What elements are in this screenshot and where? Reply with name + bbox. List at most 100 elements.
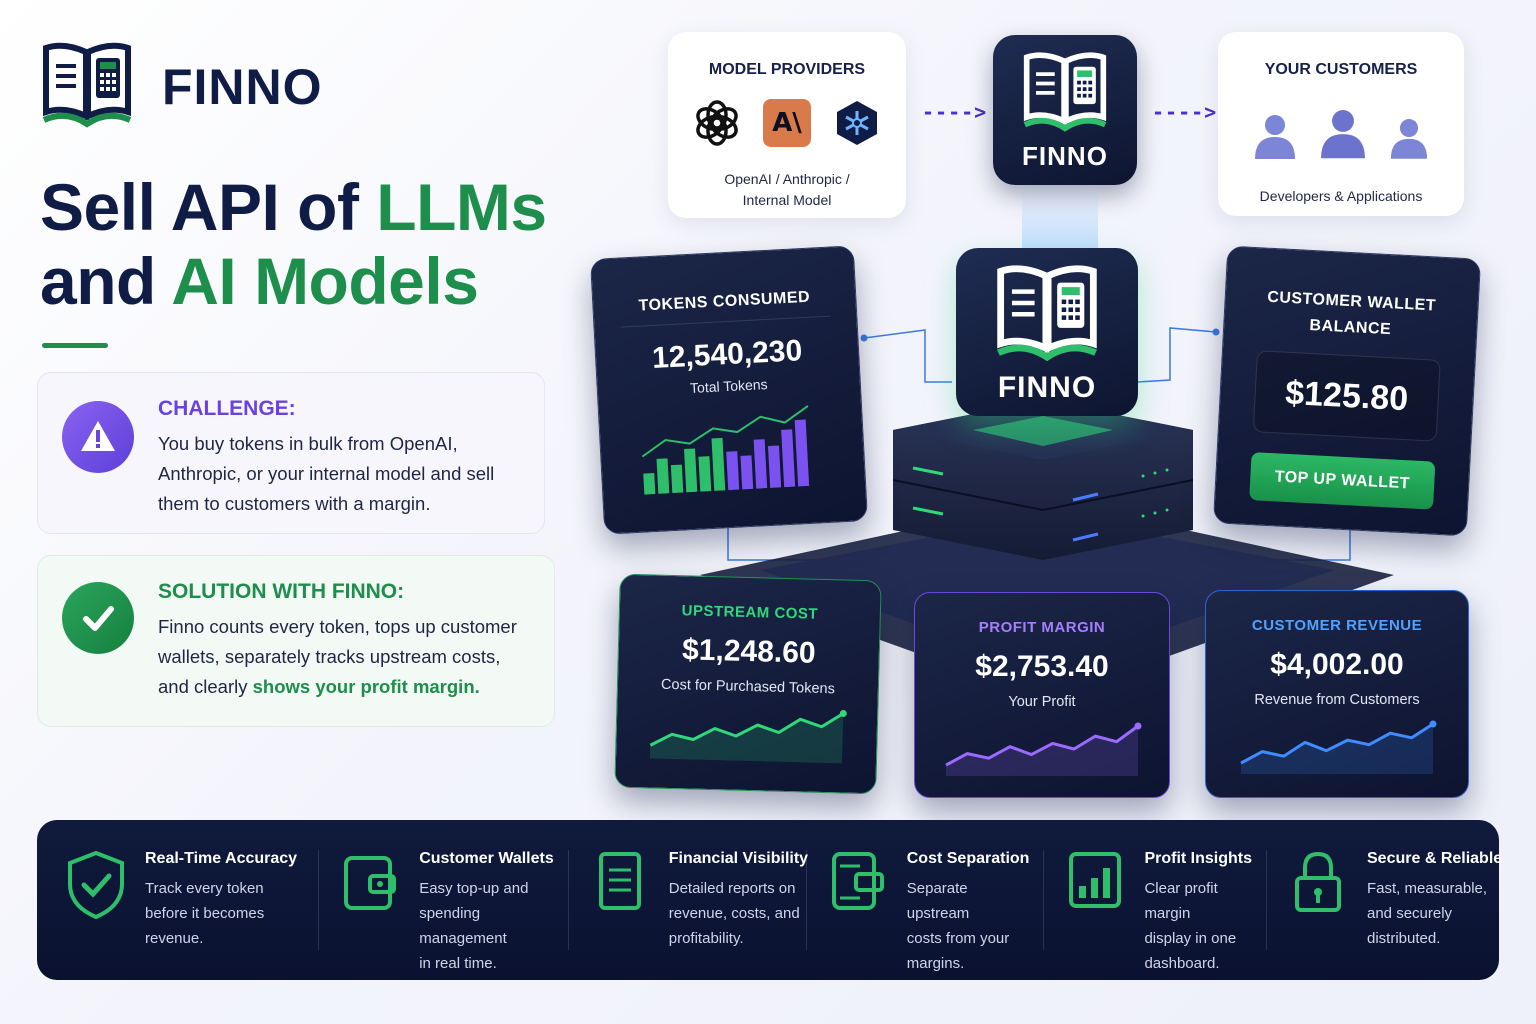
- solution-text-highlight: shows your profit margin.: [252, 676, 480, 697]
- trend-area: [650, 713, 844, 764]
- internal-model-icon: [833, 99, 881, 147]
- wallet-icon: [337, 850, 403, 922]
- profit-trend-line: [945, 722, 1142, 776]
- server-stack: [893, 400, 1193, 560]
- upstream-value: $1,248.60: [681, 633, 816, 670]
- openai-icon: [693, 99, 741, 147]
- feature-title: Cost Separation: [906, 850, 1030, 867]
- book-calculator-icon: [42, 38, 132, 135]
- revenue-caption: Revenue from Customers: [1254, 692, 1420, 708]
- tokens-consumed-card: TOKENS CONSUMED 12,540,230 Total Tokens: [589, 245, 869, 535]
- tokens-title: TOKENS CONSUMED: [638, 288, 811, 315]
- cost-separation-icon: [825, 850, 891, 922]
- headline-accent-2: AI Models: [171, 244, 479, 318]
- bar-chart-icon: [1062, 850, 1128, 922]
- token-bar: [740, 455, 754, 490]
- finno-core-logo: FINNO: [956, 248, 1138, 416]
- profit-caption: Your Profit: [1008, 694, 1076, 710]
- core-logo-name: FINNO: [997, 370, 1097, 404]
- customer-revenue-card: CUSTOMER REVENUE $4,002.00 Revenue from …: [1205, 590, 1469, 798]
- trend-line: [649, 712, 845, 747]
- token-trend-line: [641, 405, 809, 458]
- trend-line: [1240, 722, 1434, 765]
- token-bar: [794, 419, 810, 487]
- report-icon: [587, 850, 653, 922]
- feature-secure-reliable: Secure & Reliable Fast, measurable,and s…: [1267, 850, 1502, 950]
- shield-check-icon: [63, 850, 129, 922]
- page-title: Sell API of LLMs and AI Models: [40, 170, 547, 318]
- feature-title: Customer Wallets: [419, 850, 554, 867]
- token-bar: [670, 464, 684, 494]
- token-bar: [726, 451, 740, 491]
- upstream-caption: Cost for Purchased Tokens: [660, 676, 836, 698]
- trend-area: [1241, 724, 1433, 774]
- feature-title: Financial Visibility: [668, 850, 809, 867]
- brand-name: FINNO: [162, 58, 323, 115]
- revenue-trend-line: [1240, 720, 1437, 774]
- feature-title: Real-Time Accuracy: [145, 850, 298, 867]
- providers-subtitle-1: OpenAI / Anthropic /: [724, 171, 850, 187]
- finno-hub-logo: FINNO: [993, 35, 1137, 185]
- upstream-cost-card: UPSTREAM COST $1,248.60 Cost for Purchas…: [614, 573, 882, 795]
- solution-card: SOLUTION WITH FINNO: Finno counts every …: [37, 555, 555, 727]
- profit-value: $2,753.40: [975, 650, 1109, 683]
- flow-arrow-right-icon-2: ---->: [1152, 100, 1218, 124]
- token-bar: [656, 458, 670, 494]
- customers-subtitle: Developers & Applications: [1259, 188, 1423, 204]
- trend-line: [945, 724, 1139, 767]
- wallet-title: CUSTOMER WALLET BALANCE: [1224, 283, 1478, 348]
- solution-title: SOLUTION WITH FINNO:: [158, 580, 405, 603]
- book-calculator-icon: [989, 260, 1105, 369]
- model-providers-card: MODEL PROVIDERS A\ OpenAI / Anthropic / …: [668, 32, 906, 218]
- tokens-value: 12,540,230: [651, 334, 803, 375]
- user-icon: [1254, 113, 1296, 164]
- check-icon: [62, 582, 134, 654]
- profit-title: PROFIT MARGIN: [978, 619, 1106, 636]
- wallet-balance: $125.80: [1284, 373, 1410, 418]
- title-underline: [42, 343, 108, 348]
- flow-arrow-right-icon: ---->: [922, 100, 988, 124]
- hub-logo-name: FINNO: [1022, 141, 1108, 171]
- warning-icon: [62, 401, 134, 473]
- challenge-title: CHALLENGE:: [158, 397, 296, 420]
- token-bar: [781, 429, 796, 488]
- headline-accent-1: LLMs: [376, 170, 547, 244]
- customer-wallet-card: CUSTOMER WALLET BALANCE $125.80 TOP UP W…: [1212, 245, 1482, 537]
- trend-endpoint: [1429, 720, 1437, 728]
- trend-endpoint: [839, 710, 847, 718]
- your-customers-card: YOUR CUSTOMERS Developers & Applications: [1218, 32, 1464, 216]
- token-bar: [767, 445, 782, 488]
- providers-title: MODEL PROVIDERS: [708, 61, 866, 78]
- book-calculator-icon: [1019, 48, 1111, 139]
- top-up-wallet-button[interactable]: TOP UP WALLET: [1249, 452, 1436, 510]
- user-icon: [1320, 107, 1366, 164]
- headline-line1: Sell API of: [40, 170, 377, 244]
- glow-beam: [1022, 185, 1098, 255]
- feature-title: Secure & Reliable: [1367, 850, 1503, 867]
- customers-title: YOUR CUSTOMERS: [1264, 61, 1418, 78]
- token-bar: [643, 473, 656, 495]
- token-bar: [711, 437, 726, 491]
- solution-text-plain: Finno counts every token, tops up custom…: [158, 616, 517, 697]
- revenue-title: CUSTOMER REVENUE: [1251, 617, 1423, 634]
- brand-header: FINNO: [42, 38, 323, 135]
- feature-financial-visibility: Financial Visibility Detailed reports on…: [569, 850, 809, 950]
- token-bar: [753, 439, 768, 489]
- token-bar: [698, 456, 712, 492]
- tokens-bar-chart: [641, 405, 810, 495]
- upstream-title: UPSTREAM COST: [681, 602, 819, 623]
- solution-text: Finno counts every token, tops up custom…: [158, 612, 534, 702]
- anthropic-icon: A\: [763, 99, 811, 147]
- feature-title: Profit Insights: [1144, 850, 1252, 867]
